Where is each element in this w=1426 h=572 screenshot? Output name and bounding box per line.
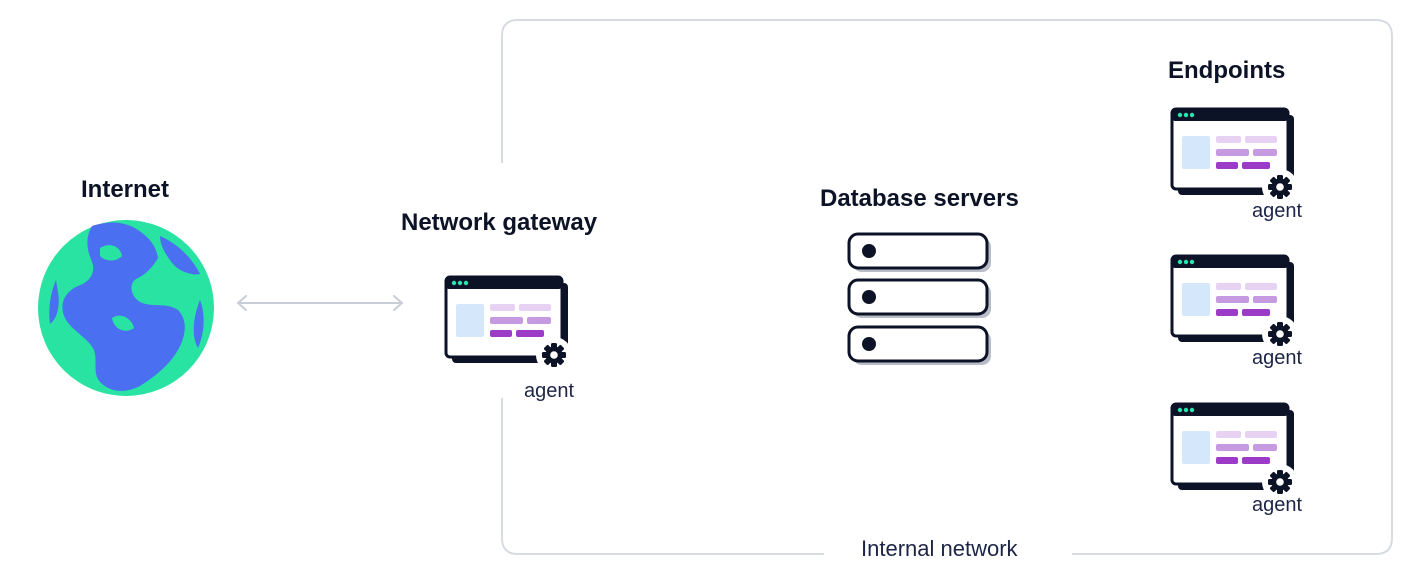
server-unit [847,325,993,367]
database-label: Database servers [820,185,1019,212]
endpoint-agent-window [1170,402,1300,502]
gateway-agent-window [444,275,574,375]
endpoint-agent-window [1170,107,1300,207]
internal-network-label: Internal network [847,536,1032,562]
globe-icon [38,220,214,396]
gateway-agent-label: agent [524,380,575,402]
server-unit [847,232,993,274]
gateway-label: Network gateway [401,209,598,236]
endpoints-label: Endpoints [1168,57,1286,84]
internet-label: Internet [81,176,170,203]
endpoint-agent-label: agent [1252,494,1303,516]
endpoint-agent-label: agent [1252,200,1303,222]
connection-arrow [237,295,403,311]
database-server-stack [847,232,993,367]
endpoint-agent-label: agent [1252,347,1303,369]
endpoint-agent-window [1170,254,1300,354]
internal-network-boundary [501,19,1393,555]
server-unit [847,278,993,320]
